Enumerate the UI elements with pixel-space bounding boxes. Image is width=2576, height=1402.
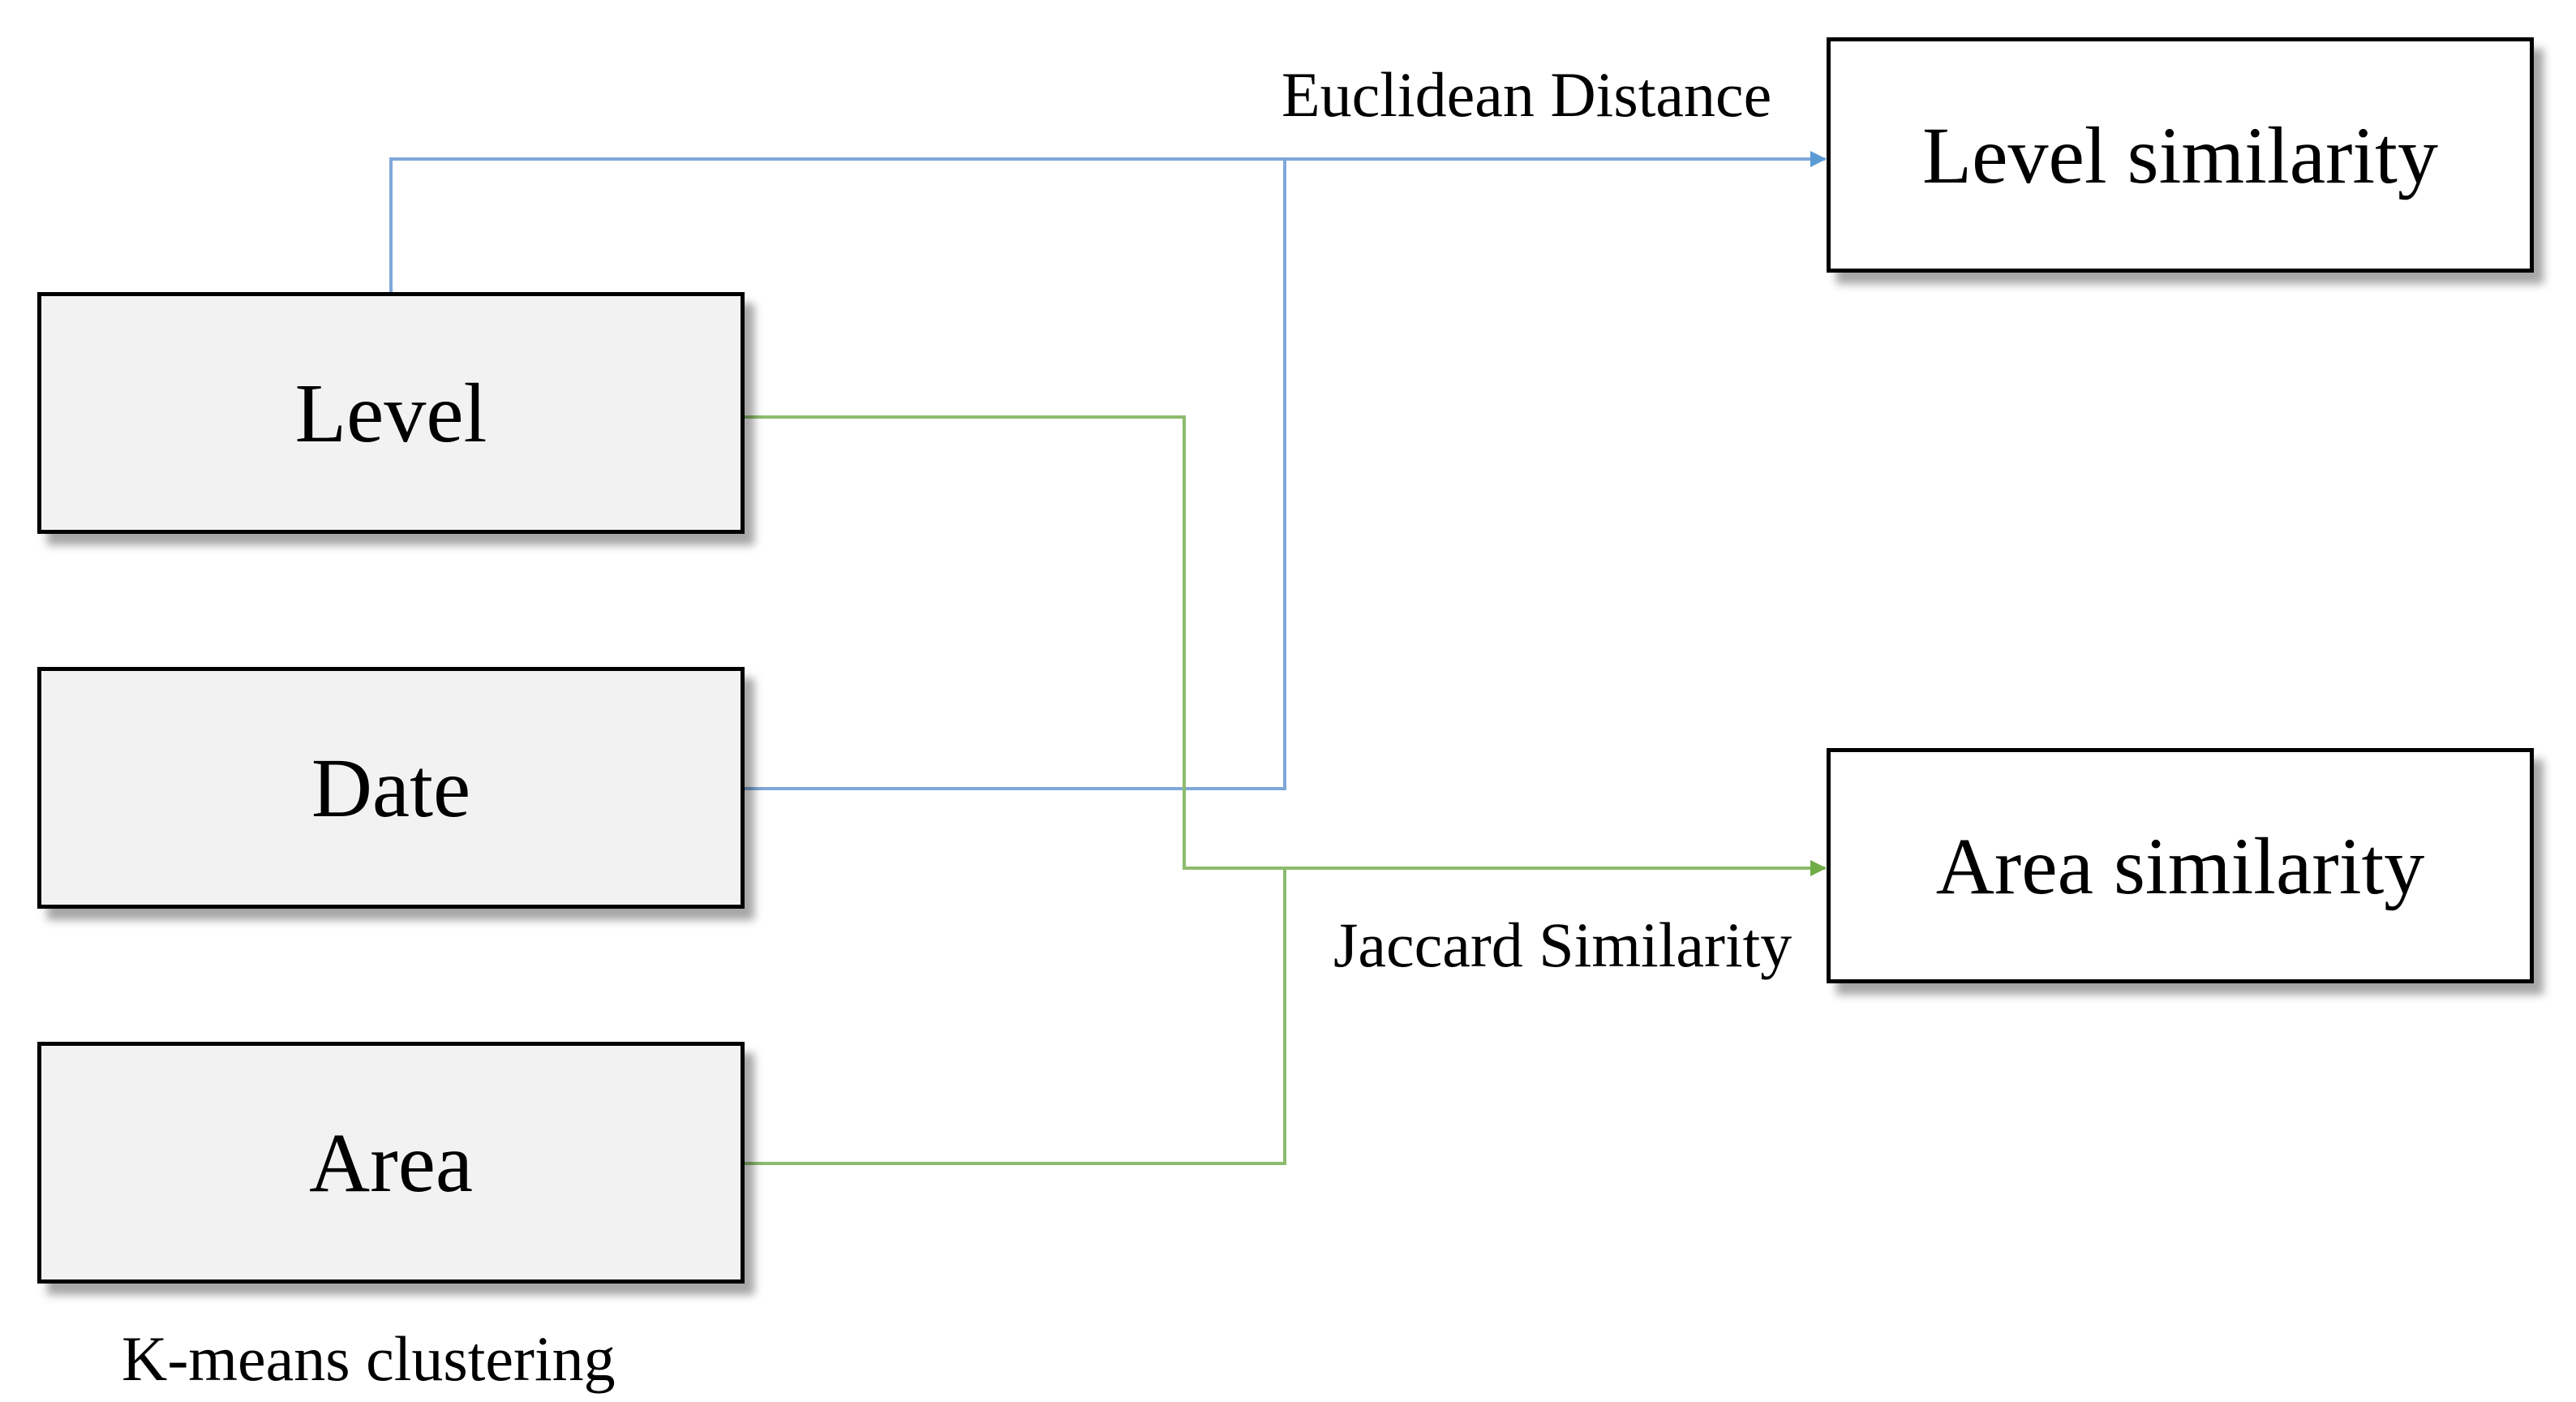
euclidean-distance-label: Euclidean Distance [1282, 59, 1772, 130]
area-node: Area [37, 1042, 745, 1284]
level-node-label: Level [294, 366, 487, 460]
edge-area-to-area-similarity [745, 868, 1286, 1165]
edge-level-to-area-similarity [745, 415, 1827, 876]
level-similarity-label: Level similarity [1922, 110, 2438, 200]
area-similarity-label: Area similarity [1935, 820, 2425, 911]
edge-date-to-level-similarity [745, 159, 1286, 790]
kmeans-caption: K-means clustering [122, 1323, 616, 1394]
date-node: Date [37, 667, 745, 909]
edge-level-to-level-similarity [389, 151, 1827, 292]
date-node-label: Date [311, 741, 471, 835]
area-node-label: Area [308, 1116, 474, 1210]
level-node: Level [37, 292, 745, 534]
level-similarity-node: Level similarity [1827, 37, 2534, 273]
jaccard-similarity-label: Jaccard Similarity [1333, 910, 1792, 980]
area-similarity-node: Area similarity [1827, 748, 2534, 983]
